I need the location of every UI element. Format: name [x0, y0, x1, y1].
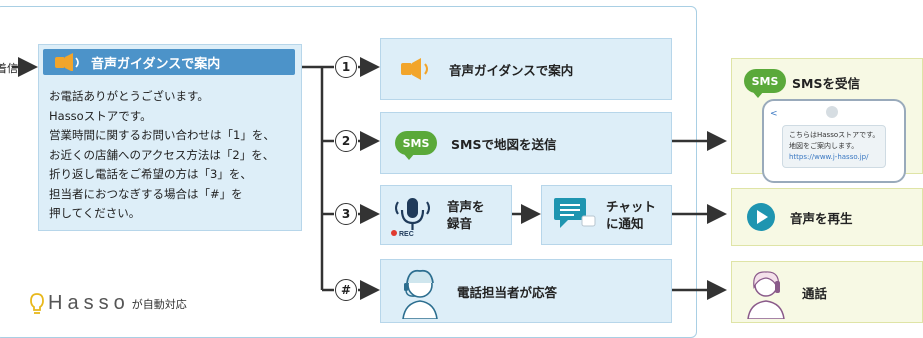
- option-3-box: REC 音声を 録音: [380, 185, 512, 245]
- option-key-2: 2: [335, 130, 357, 152]
- call-label: 通話: [802, 285, 828, 301]
- option-2-box: SMS SMSで地図を送信: [380, 112, 672, 174]
- option-key-hash: #: [335, 279, 357, 301]
- sms-icon: SMS: [395, 131, 437, 160]
- brand-suffix: が自動対応: [131, 298, 187, 311]
- guidance-script-text: お電話ありがとうございます。 Hassoストアです。 営業時間に関するお問い合わ…: [49, 89, 275, 220]
- microphone-icon: REC: [391, 198, 430, 238]
- rec-label: REC: [399, 231, 414, 238]
- lightbulb-icon: [30, 293, 44, 314]
- chat-notify-box: チャット に通知: [541, 185, 672, 245]
- smartphone-icon: < こちらはHassoストアです。地図をご案内します。 https://www.j…: [762, 99, 906, 183]
- sms-received-box: SMS SMSを受信 < こちらはHassoストアです。地図をご案内します。 ht…: [731, 58, 923, 183]
- option-1-box: 音声ガイダンスで案内: [380, 38, 672, 100]
- sms-message-bubble: こちらはHassoストアです。地図をご案内します。 https://www.j-h…: [782, 125, 887, 168]
- option-key-1: 1: [335, 56, 357, 78]
- speaker-icon: [401, 58, 428, 80]
- guidance-script-header: 音声ガイダンスで案内: [43, 49, 295, 75]
- incoming-call-label: 着信: [0, 62, 18, 75]
- option-3-label-line2: 録音: [447, 216, 473, 231]
- avatar: [826, 106, 838, 118]
- option-1-label: 音声ガイダンスで案内: [449, 62, 574, 78]
- chat-notify-line1: チャット: [606, 199, 656, 214]
- sms-icon: SMS: [744, 69, 786, 98]
- hasso-logo: Hasso が自動対応: [30, 292, 187, 315]
- option-key-3: 3: [335, 203, 357, 225]
- speaker-icon: [55, 53, 79, 71]
- sms-received-title: SMSを受信: [792, 76, 860, 91]
- flow-connectors: [12, 57, 727, 300]
- guidance-script-box: 音声ガイダンスで案内 お電話ありがとうございます。 Hassoストアです。 営業…: [38, 44, 302, 231]
- back-chevron-icon: <: [770, 109, 778, 119]
- sms-message-url: https://www.j-hasso.jp/: [789, 153, 869, 161]
- chat-notify-line2: に通知: [606, 216, 644, 231]
- option-hash-label: 電話担当者が応答: [457, 284, 558, 300]
- option-2-label: SMSで地図を送信: [451, 136, 557, 152]
- guidance-script-title: 音声ガイダンスで案内: [91, 56, 221, 72]
- option-hash-box: 電話担当者が応答: [380, 259, 672, 323]
- brand-name: Hasso: [48, 292, 130, 314]
- chat-bubble-icon: [554, 198, 596, 228]
- sms-message-line2: 地図をご案内します。: [789, 142, 859, 150]
- call-box: 通話: [731, 261, 923, 323]
- play-audio-label: 音声を再生: [790, 210, 853, 226]
- option-3-label-line1: 音声を: [447, 199, 485, 214]
- caller-icon: [747, 271, 785, 319]
- operator-icon: [402, 269, 438, 319]
- play-audio-box: 音声を再生: [731, 188, 923, 246]
- sms-message-line1: こちらはHassoストアです。: [789, 131, 880, 139]
- play-icon: [747, 203, 775, 231]
